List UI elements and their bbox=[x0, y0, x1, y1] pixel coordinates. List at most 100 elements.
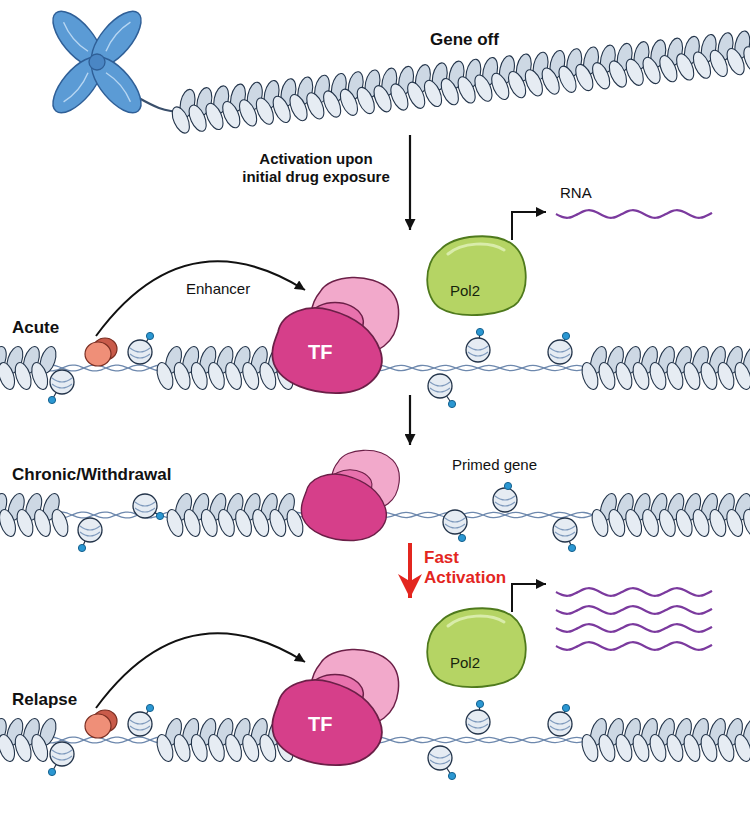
dna-wrap bbox=[430, 754, 450, 758]
nucleosome bbox=[171, 733, 193, 764]
tf-protein: TF bbox=[268, 272, 402, 395]
acetyl-mark bbox=[562, 332, 569, 339]
pol2-body bbox=[427, 608, 525, 687]
nucleosome bbox=[171, 361, 193, 392]
chromatin-fiber bbox=[579, 345, 750, 392]
dna-wrap bbox=[468, 718, 488, 722]
tf-shape bbox=[268, 644, 402, 767]
nucleosome bbox=[205, 733, 227, 764]
nucleosome bbox=[223, 733, 245, 764]
nucleosome bbox=[681, 361, 703, 392]
transcription-arrow bbox=[512, 212, 546, 240]
acetyl-mark bbox=[448, 400, 455, 407]
acetyl-mark bbox=[146, 704, 153, 711]
nucleosome bbox=[647, 361, 669, 392]
nucleosome bbox=[749, 361, 750, 392]
nucleosome bbox=[154, 733, 176, 764]
acetyl-mark bbox=[146, 332, 153, 339]
dna-wrap bbox=[495, 502, 515, 506]
stage-box: Gene off bbox=[175, 18, 750, 135]
stage-label: Chronic/Withdrawal bbox=[12, 465, 171, 485]
dna-wrap bbox=[80, 526, 100, 530]
nucleosome bbox=[32, 508, 54, 539]
chromatin-fiber bbox=[589, 492, 750, 539]
nucleosome bbox=[128, 340, 152, 364]
nucleosome bbox=[267, 508, 289, 539]
open-nucleosome bbox=[493, 482, 517, 512]
rna-strand bbox=[556, 642, 712, 650]
nucleosome bbox=[0, 361, 18, 392]
gene-label: Primed gene bbox=[452, 456, 537, 474]
nucleosome bbox=[664, 733, 686, 764]
open-nucleosome bbox=[466, 700, 490, 734]
nucleosome bbox=[732, 733, 750, 764]
dna-wrap bbox=[550, 354, 570, 358]
open-nucleosome bbox=[428, 746, 456, 780]
pol2-shape bbox=[420, 232, 530, 318]
dna-wrap bbox=[550, 720, 570, 724]
chromatin-row bbox=[0, 584, 750, 780]
acetyl-mark bbox=[48, 396, 55, 403]
nucleosome bbox=[548, 712, 572, 736]
nucleosome bbox=[29, 733, 51, 764]
tf-front bbox=[301, 474, 386, 540]
nucleosome bbox=[640, 508, 662, 539]
tf-protein: TF bbox=[268, 644, 402, 767]
rna-strand bbox=[556, 624, 712, 632]
nucleosome bbox=[596, 361, 618, 392]
enhancer-protein bbox=[85, 338, 117, 366]
nucleosome bbox=[589, 508, 611, 539]
dna-wrap bbox=[52, 378, 72, 382]
dna-wrap bbox=[555, 526, 575, 530]
pol2-protein: Pol2 bbox=[420, 604, 530, 690]
rna-strand bbox=[556, 588, 712, 596]
acetyl-mark bbox=[504, 482, 511, 489]
stage-label: Acute bbox=[12, 318, 59, 338]
edge-label: Fast Activation bbox=[424, 548, 534, 589]
pol2-protein: Pol2 bbox=[420, 232, 530, 318]
rna-strand bbox=[556, 606, 712, 614]
dna-wrap bbox=[550, 726, 570, 730]
stage-band: Chronic/Withdrawal bbox=[0, 445, 750, 543]
pol2-highlight bbox=[448, 244, 504, 254]
stage-band: RelapseTFPol2 bbox=[0, 598, 750, 775]
chromatin-fiber bbox=[169, 28, 750, 136]
pol2-label: Pol2 bbox=[450, 282, 480, 300]
protein-front bbox=[85, 342, 111, 366]
dna-wrap bbox=[130, 726, 150, 730]
acetyl-mark bbox=[476, 700, 483, 707]
tf-shape bbox=[268, 272, 402, 395]
pol2-body bbox=[427, 236, 525, 315]
nucleosome bbox=[133, 494, 157, 518]
open-nucleosome bbox=[133, 494, 164, 520]
acetyl-mark bbox=[458, 534, 465, 541]
dna-wrap bbox=[468, 352, 488, 356]
nucleosome bbox=[49, 508, 71, 539]
centromere bbox=[89, 54, 105, 70]
dna-wrap bbox=[135, 508, 155, 512]
tf-label: TF bbox=[308, 712, 332, 736]
nucleosome bbox=[14, 508, 36, 539]
chromatid-texture bbox=[106, 22, 130, 51]
nucleosome bbox=[466, 338, 490, 362]
chromatid-texture bbox=[106, 73, 130, 102]
nucleosome bbox=[613, 733, 635, 764]
nucleosome bbox=[50, 742, 74, 766]
transcription-arrow bbox=[512, 584, 546, 612]
nucleosome bbox=[443, 510, 467, 534]
nucleosome bbox=[664, 361, 686, 392]
nucleosome bbox=[698, 733, 720, 764]
dna-wrap bbox=[80, 532, 100, 536]
nucleosome bbox=[724, 508, 746, 539]
nucleosome bbox=[548, 340, 572, 364]
tf-front bbox=[272, 308, 381, 393]
chromatin-row bbox=[0, 450, 750, 551]
open-nucleosome bbox=[78, 518, 102, 552]
nucleosome bbox=[188, 733, 210, 764]
chromatin-fiber bbox=[164, 492, 306, 539]
chromatid-texture bbox=[64, 73, 88, 102]
nucleosome bbox=[198, 508, 220, 539]
dna-wrap bbox=[468, 724, 488, 728]
chromatid-arm bbox=[83, 49, 150, 120]
nucleosome bbox=[493, 488, 517, 512]
